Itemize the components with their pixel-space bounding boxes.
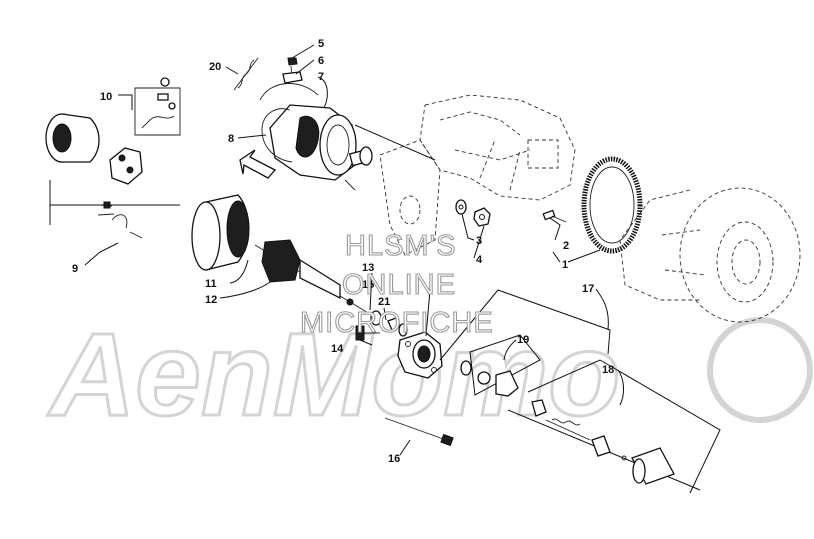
callout-21: 21 xyxy=(378,296,390,308)
callout-5: 5 xyxy=(318,38,324,50)
brush-kit xyxy=(134,77,181,136)
field-frame xyxy=(191,194,250,271)
brush-holder xyxy=(109,147,143,185)
watermark-overlay: HLSM'S ONLINE MICROFICHE xyxy=(299,229,494,339)
mounting-bracket xyxy=(379,139,441,256)
callout-10: 10 xyxy=(100,91,112,103)
brush-hardware xyxy=(97,201,143,239)
callout-13: 13 xyxy=(362,262,374,274)
watermark-line-2: ONLINE xyxy=(342,269,456,301)
terminal-screw xyxy=(282,57,303,84)
armature xyxy=(254,239,381,321)
drive-parts-19 xyxy=(460,360,547,417)
starter-drive-kit xyxy=(439,289,721,494)
watermark-wheel-icon xyxy=(707,317,813,423)
callout-1: 1 xyxy=(562,259,568,271)
callout-9: 9 xyxy=(72,263,78,275)
engine-outline xyxy=(419,94,576,201)
leader-lines xyxy=(84,44,624,456)
watermark-brand-text: AenMomo xyxy=(47,309,620,441)
callout-labels: 1 2 3 4 5 6 7 8 9 10 11 12 13 14 15 16 1… xyxy=(72,38,614,465)
flywheel-bolt xyxy=(542,209,567,223)
callout-2: 2 xyxy=(563,240,569,252)
callout-16: 16 xyxy=(388,453,400,465)
drive-end-housing xyxy=(397,331,443,379)
callout-14: 14 xyxy=(331,343,344,355)
starter-motor-assembly xyxy=(259,83,436,191)
group-bracket-9 xyxy=(49,180,180,225)
callout-3: 3 xyxy=(476,235,482,247)
callout-15: 15 xyxy=(362,279,374,291)
end-cover xyxy=(45,113,100,163)
callout-20: 20 xyxy=(209,61,221,73)
callout-12: 12 xyxy=(205,294,217,306)
long-bolt-16 xyxy=(384,417,454,447)
watermark-line-1: HLSM'S xyxy=(345,230,456,262)
washer-set-13-21-15 xyxy=(370,310,408,337)
drive-parts-18 xyxy=(545,418,675,485)
ring-gear xyxy=(581,156,643,254)
callout-6: 6 xyxy=(318,55,324,67)
callout-4: 4 xyxy=(476,254,483,266)
drive-housing-outline xyxy=(619,187,801,323)
washer-nut-3-4 xyxy=(455,199,491,227)
solenoid-spring xyxy=(233,57,259,91)
watermark-line-3: MICROFICHE xyxy=(300,307,494,339)
callout-8: 8 xyxy=(228,133,234,145)
watermark-brand: AenMomo xyxy=(46,308,813,443)
callout-17: 17 xyxy=(582,283,594,295)
callout-19: 19 xyxy=(517,334,529,346)
callout-18: 18 xyxy=(602,364,614,376)
callout-11: 11 xyxy=(205,278,217,290)
front-direction-arrow xyxy=(239,149,277,179)
callout-7: 7 xyxy=(318,71,324,83)
